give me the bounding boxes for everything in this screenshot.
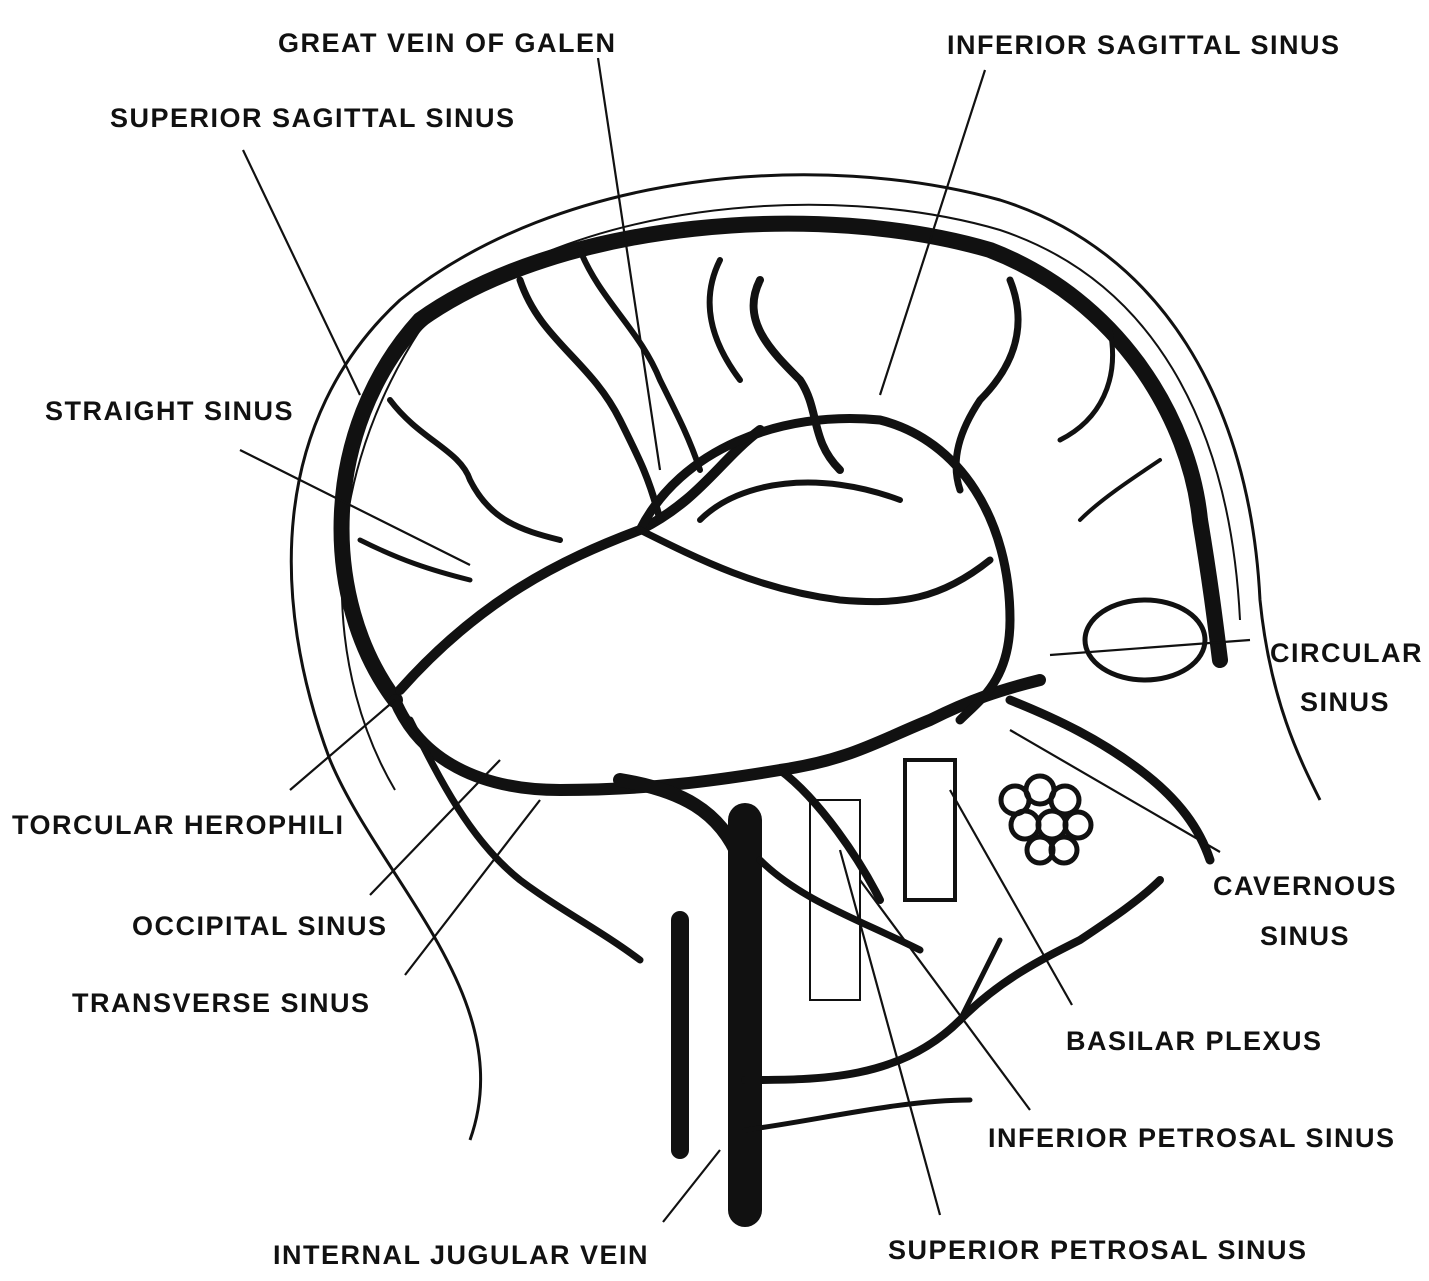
label-circular-sinus-line1: CIRCULAR bbox=[1270, 638, 1423, 668]
label-superior-petrosal-sinus: SUPERIOR PETROSAL SINUS bbox=[888, 1235, 1308, 1265]
brainstem-column bbox=[903, 758, 957, 902]
label-cavernous-sinus-line1: CAVERNOUS bbox=[1212, 871, 1398, 901]
circular-sinus-vessel bbox=[1082, 597, 1208, 683]
basilar-plexus-net bbox=[998, 773, 1094, 866]
label-cavernous-sinus: CAVERNOUS SINUS bbox=[1205, 873, 1405, 950]
cavernous-sinus-vessel bbox=[1005, 695, 1215, 865]
straight-sinus-vessel bbox=[395, 425, 765, 695]
label-superior-sagittal-sinus: SUPERIOR SAGITTAL SINUS bbox=[110, 103, 516, 133]
label-cavernous-sinus-line2: SINUS bbox=[1259, 921, 1351, 951]
superior-sagittal-sinus-vessel bbox=[333, 215, 1228, 708]
facial-vein-vessel bbox=[741, 876, 1164, 1084]
label-torcular-herophili: TORCULAR HEROPHILI bbox=[12, 810, 345, 840]
label-circular-sinus: CIRCULAR SINUS bbox=[1270, 638, 1423, 717]
label-internal-jugular-vein: INTERNAL JUGULAR VEIN bbox=[273, 1240, 650, 1270]
basal-vein bbox=[697, 479, 903, 523]
label-circular-sinus-line2: SINUS bbox=[1299, 687, 1391, 717]
inferior-sagittal-sinus-vessel bbox=[635, 414, 1015, 725]
superior-petrosal-sinus-vessel bbox=[776, 766, 884, 904]
label-inferior-petrosal-sinus: INFERIOR PETROSAL SINUS bbox=[988, 1123, 1396, 1153]
label-great-vein-of-galen: GREAT VEIN OF GALEN bbox=[278, 28, 617, 58]
label-transverse-sinus: TRANSVERSE SINUS bbox=[72, 988, 371, 1018]
occipital-sinus-vessel bbox=[406, 716, 644, 964]
label-inferior-sagittal-sinus: INFERIOR SAGITTAL SINUS bbox=[947, 30, 1341, 60]
leader-lines bbox=[239, 57, 1251, 1223]
internal-cerebral-vein bbox=[636, 526, 994, 606]
skull-outline bbox=[289, 173, 1322, 1141]
inferior-petrosal-sinus-vessel bbox=[756, 856, 924, 954]
label-occipital-sinus: OCCIPITAL SINUS bbox=[132, 911, 388, 941]
facial-vein-branch bbox=[957, 937, 1003, 1023]
label-basilar-plexus: BASILAR PLEXUS bbox=[1066, 1026, 1323, 1056]
facial-vein-lower-branch bbox=[742, 1097, 973, 1133]
label-straight-sinus: STRAIGHT SINUS bbox=[45, 396, 295, 426]
cortical-veins bbox=[357, 247, 1162, 583]
transverse-sinus-vessel bbox=[389, 674, 1046, 796]
